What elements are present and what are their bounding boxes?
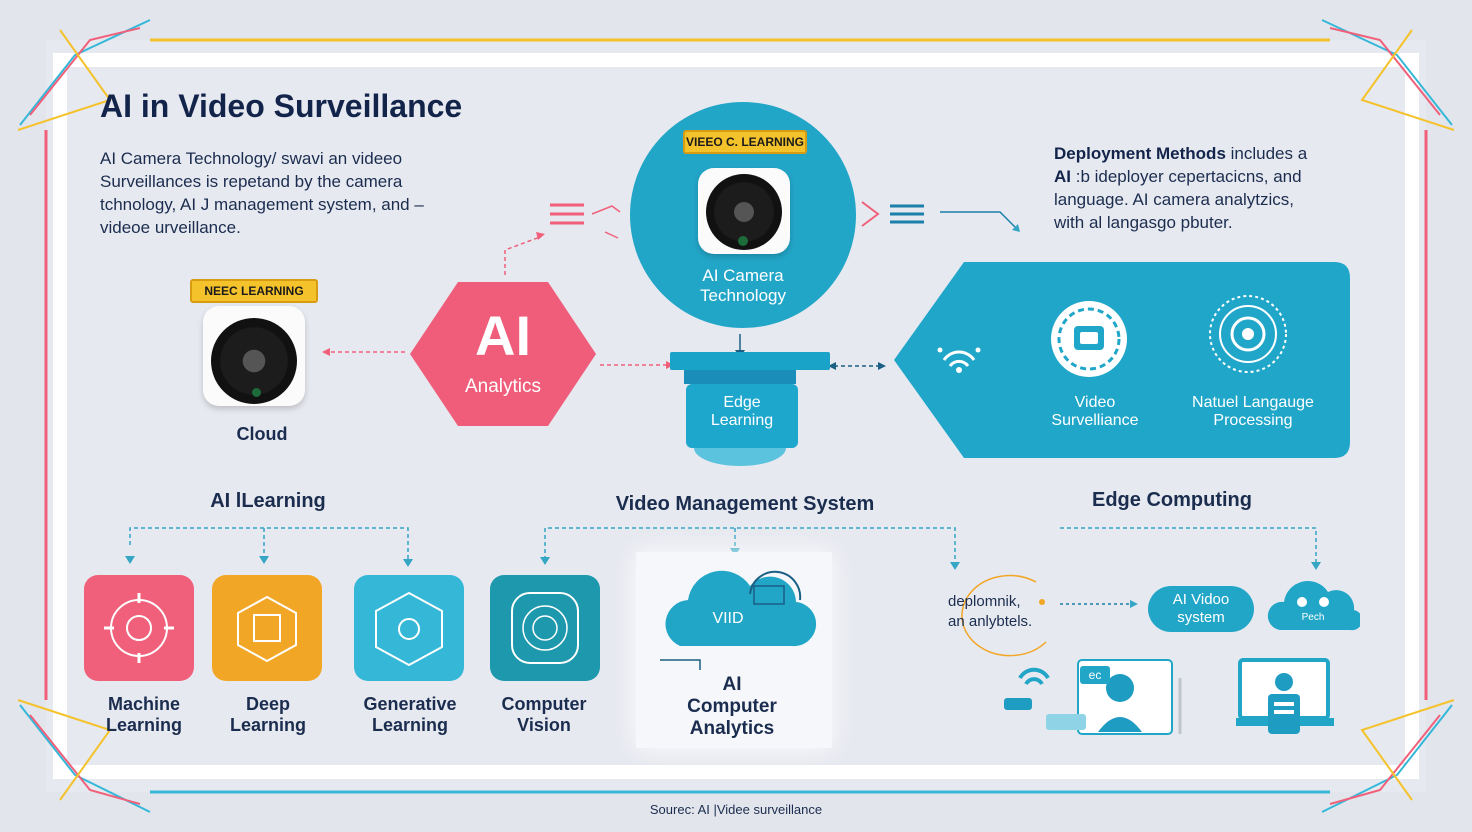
label-line: Video bbox=[1074, 394, 1116, 411]
chip-network-icon bbox=[237, 595, 297, 663]
page-title: AI in Video Surveillance bbox=[100, 88, 463, 124]
cloud-camera-tag: NEEC LEARNING bbox=[190, 279, 318, 303]
deployment-line: language. AI camera analytzics, bbox=[1054, 190, 1295, 209]
nlp-label: Natuel Langauge Processing bbox=[1168, 394, 1338, 430]
label-line: Vision bbox=[517, 715, 571, 735]
label-line: Computer bbox=[501, 694, 587, 714]
edge-computing-heading: Edge Computing bbox=[1092, 489, 1252, 511]
label-line: Technology bbox=[699, 286, 786, 305]
intro-line: Surveillances is repetand by the camera bbox=[100, 172, 403, 191]
label-line: AI Camera bbox=[702, 266, 784, 285]
video-surveillance-label: Video Survelliance bbox=[1030, 394, 1160, 430]
label-line: Generative bbox=[363, 694, 457, 714]
label-line: AI bbox=[722, 674, 742, 695]
cloud-label: Cloud bbox=[236, 424, 288, 444]
camera-tag: VIEEO C. LEARNING bbox=[683, 130, 807, 154]
intro-paragraph: AI Camera Technology/ swavi an videeo Su… bbox=[100, 147, 520, 239]
deployment-ai: AI bbox=[1054, 167, 1071, 186]
screen-tag: ec bbox=[1080, 666, 1110, 684]
deployment-heading: Deployment Methods bbox=[1054, 144, 1226, 163]
ai-video-system-pill: AI Vidoo system bbox=[1148, 586, 1254, 632]
label-line: Processing bbox=[1213, 412, 1293, 429]
label-line: deplomnik, bbox=[948, 593, 1021, 610]
cloud-analytics-icon bbox=[660, 570, 817, 670]
hexagon-ai-icon bbox=[375, 591, 443, 667]
monitor-user-icon bbox=[1236, 658, 1334, 734]
label-line: Natuel Langauge bbox=[1192, 394, 1314, 411]
deployment-line: Deployment Methods includes a bbox=[1054, 142, 1384, 165]
intro-line: AI Camera Technology/ swavi an videeo bbox=[100, 149, 403, 168]
label-line: an anlybtels. bbox=[948, 613, 1033, 630]
camera-technology-label: AI Camera Technology bbox=[630, 266, 856, 306]
deployment-line: AI :b ideployer cepertacicns, and bbox=[1054, 165, 1384, 188]
label-line: Learning bbox=[710, 412, 774, 429]
ai-hexagon-big: AI bbox=[475, 304, 531, 367]
deployment-note: deplomnik, an anlybtels. bbox=[948, 592, 1058, 632]
gear-brain-icon bbox=[104, 593, 174, 663]
edge-learning-cylinder bbox=[670, 352, 830, 466]
intro-line: videoe urveillance. bbox=[100, 218, 241, 237]
ai-hexagon-small: Analytics bbox=[464, 376, 542, 397]
deployment-line: with al langasgo pbuter. bbox=[1054, 213, 1233, 232]
camera-indicator-icon bbox=[738, 236, 748, 246]
camera-indicator-icon bbox=[252, 388, 261, 397]
nlp-icon bbox=[1209, 295, 1287, 373]
cloud-text: VIID bbox=[712, 610, 744, 627]
computer-vision-tile bbox=[490, 575, 600, 681]
generative-learning-tile bbox=[354, 575, 464, 681]
label-line: Analytics bbox=[689, 718, 775, 739]
source-caption: Sourec: AI |Videe surveillance bbox=[649, 802, 823, 817]
ai-learning-heading: AI lLearning bbox=[210, 490, 326, 512]
intro-line: tchnology, AI J management system, and – bbox=[100, 195, 424, 214]
label-line: Deep bbox=[245, 694, 290, 714]
label-line: system bbox=[1177, 609, 1225, 626]
people-cloud-icon bbox=[1267, 580, 1360, 631]
label-line: Learning bbox=[371, 715, 448, 735]
label-line: Survelliance bbox=[1051, 412, 1139, 429]
edge-computing-panel bbox=[894, 262, 1350, 458]
label-line: Edge bbox=[723, 394, 761, 411]
video-surveillance-icon bbox=[1051, 301, 1127, 377]
label-line: Learning bbox=[105, 715, 182, 735]
ai-camera-technology-node: VIEEO C. LEARNING AI Camera Technology bbox=[630, 102, 856, 328]
deployment-text: includes a bbox=[1225, 144, 1308, 163]
label-line: AI Vidoo bbox=[1172, 591, 1230, 608]
deployment-ring bbox=[961, 574, 1047, 657]
people-cloud-text: Pech bbox=[1301, 612, 1325, 623]
wifi-signal-icon bbox=[937, 347, 981, 373]
label-line: Machine bbox=[107, 694, 181, 714]
deep-learning-tile bbox=[212, 575, 322, 681]
label-line: Computer bbox=[687, 696, 777, 717]
edge-learning-label: Edge Learning bbox=[686, 394, 798, 430]
label-line: Learning bbox=[229, 715, 306, 735]
deployment-paragraph: Deployment Methods includes a AI :b idep… bbox=[1054, 142, 1384, 234]
machine-learning-tile bbox=[84, 575, 194, 681]
vision-swirl-icon bbox=[511, 592, 579, 664]
ai-analytics-hexagon bbox=[410, 282, 596, 426]
deployment-text: :b ideployer cepertacicns, and bbox=[1071, 167, 1302, 186]
vms-heading: Video Management System bbox=[615, 493, 875, 515]
ai-computer-analytics-label: AI Computer Analytics bbox=[652, 674, 812, 740]
